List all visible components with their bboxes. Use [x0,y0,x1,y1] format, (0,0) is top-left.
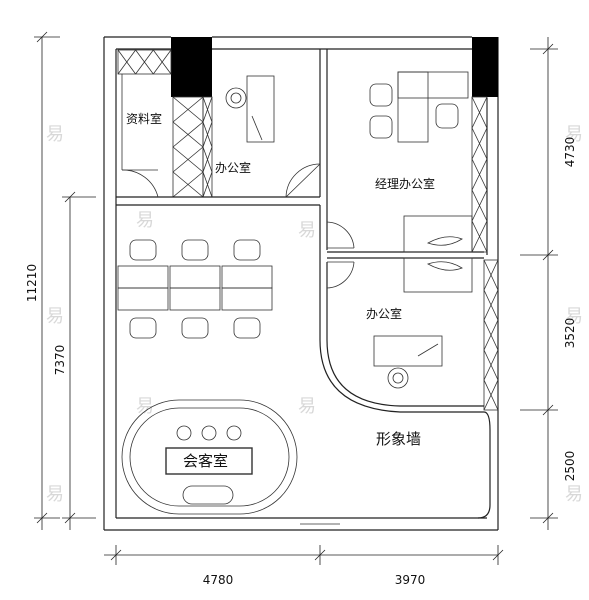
room-image-wall: 形象墙 [376,430,421,448]
dim-right-mid: 3520 [563,318,577,349]
dimension-lines [34,31,558,565]
watermark: 易 [298,396,316,417]
dim-left-inner: 7370 [53,345,67,376]
watermark: 易 [136,396,154,417]
outer-walls [103,36,499,531]
dim-left-total: 11210 [25,264,39,302]
watermark: 易 [565,124,583,145]
column-left [171,37,212,97]
room-office-right: 办公室 [366,306,402,321]
furniture [117,71,473,515]
watermark: 易 [136,210,154,231]
watermark: 易 [46,306,64,327]
watermark: 易 [565,484,583,505]
watermark: 易 [298,220,316,241]
room-archive: 资料室 [126,111,162,126]
dim-right-top: 4730 [563,137,577,168]
dim-bottom-left: 4780 [203,573,234,587]
room-manager-office: 经理办公室 [375,176,435,191]
watermark: 易 [565,306,583,327]
dimension-labels: 4780 3970 4730 3520 2500 11210 7370 [25,137,577,587]
watermark: 易 [46,484,64,505]
dim-bottom-right: 3970 [395,573,426,587]
column-right [472,37,498,97]
watermark: 易 [46,124,64,145]
watermarks: 易 易 易 易 易 易 易 易 易 易 [46,124,583,505]
room-office-top: 办公室 [215,160,251,175]
room-reception: 会客室 [183,452,228,470]
room-labels: 资料室 办公室 经理办公室 办公室 形象墙 会客室 [126,111,435,470]
dim-right-bottom: 2500 [563,451,577,482]
doors [121,163,355,289]
